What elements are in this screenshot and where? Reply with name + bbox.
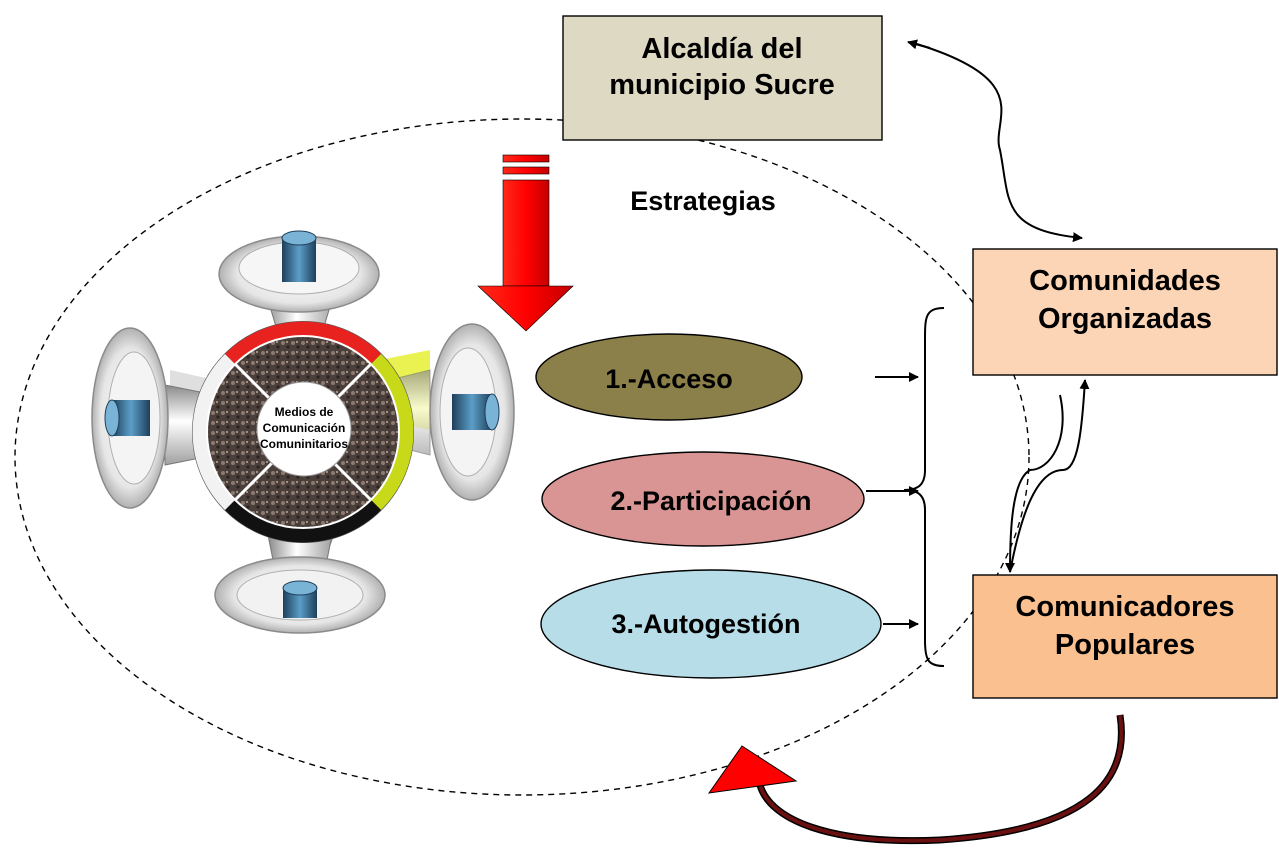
alcaldia-node: Alcaldía del municipio Sucre: [562, 15, 883, 141]
strategy-acceso: 1.-Acceso: [535, 333, 803, 421]
arrow-to-comunicadores: [1005, 394, 1064, 573]
comunicadores-node: Comunicadores Populares: [972, 574, 1278, 699]
estrategias-label: Estrategias: [630, 186, 776, 216]
strategy-participacion-label: 2.-Participación: [610, 486, 811, 516]
comunidades-node: Comunidades Organizadas: [972, 248, 1278, 376]
arrow-alcaldia-comunidades: [909, 41, 1083, 243]
megaphone-hub: Medios de Comunicación Comuninitarios: [91, 230, 515, 634]
grouping-brace: [903, 307, 945, 667]
return-arrow-icon: [707, 714, 1125, 845]
alcaldia-label-line2: municipio Sucre: [609, 69, 835, 101]
hub-label-line2: Comunicación: [263, 421, 346, 435]
strategy-autogestion: 3.-Autogestión: [540, 569, 882, 679]
hub-label-line3: Comuninitarios: [260, 437, 348, 451]
red-down-arrow-icon: [477, 154, 574, 332]
comunicadores-label-line1: Comunicadores: [1015, 591, 1234, 623]
comunidades-label-line2: Organizadas: [1038, 303, 1212, 335]
strategy-autogestion-label: 3.-Autogestión: [612, 609, 801, 639]
strategy-acceso-label: 1.-Acceso: [605, 364, 733, 394]
hub-label-line1: Medios de: [275, 405, 334, 419]
strategy-participacion: 2.-Participación: [541, 451, 865, 547]
scope-ellipse: [14, 118, 1030, 796]
arrow-comunicadores-comunidades: [1009, 379, 1090, 573]
comunidades-label-line1: Comunidades: [1029, 265, 1221, 297]
arrow-to-alcaldia: [907, 39, 931, 50]
comunicadores-label-line2: Populares: [1055, 629, 1195, 661]
alcaldia-label-line1: Alcaldía del: [641, 33, 802, 65]
